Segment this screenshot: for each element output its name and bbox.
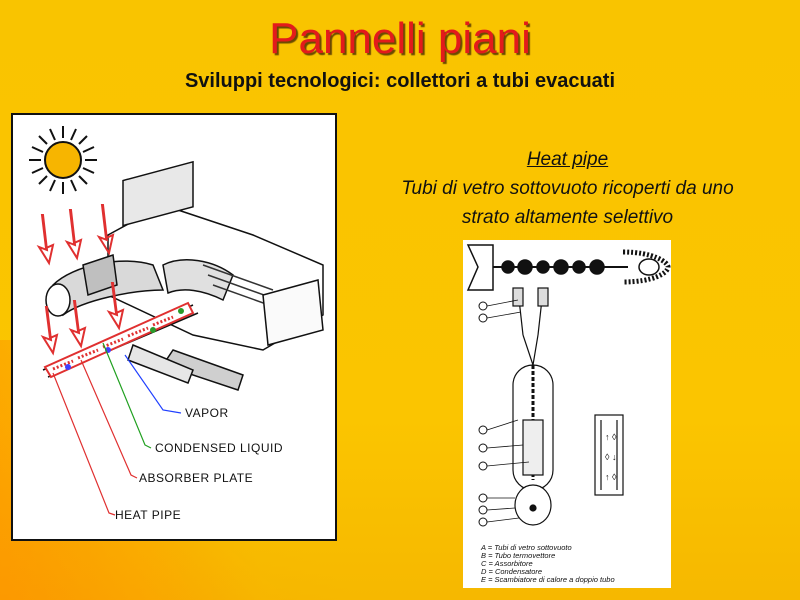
callout-lines bbox=[486, 299, 530, 523]
description-line-2: strato altamente selettivo bbox=[461, 207, 674, 228]
vapor-label: VAPOR bbox=[185, 406, 229, 420]
slide-title: Pannelli piani bbox=[269, 14, 531, 63]
svg-text:↑ ◊: ↑ ◊ bbox=[605, 472, 617, 482]
collector-body bbox=[42, 160, 324, 391]
sun-icon bbox=[29, 126, 97, 194]
legend-d: D = Condensatore bbox=[481, 567, 542, 576]
legend-c: C = Assorbitore bbox=[481, 559, 533, 568]
callout-markers bbox=[478, 301, 488, 527]
heat-pipe-label: HEAT PIPE bbox=[115, 508, 181, 522]
legend-b: B = Tubo termovettore bbox=[481, 551, 555, 560]
description-line-1: Tubi di vetro sottovuoto ricoperti da un… bbox=[401, 178, 734, 199]
heat-pipe-drawing: ↑ ◊ ◊ ↓ ↑ ◊ A = Tubi di vetro sottovuoto… bbox=[466, 244, 671, 584]
slide-subtitle: Sviluppi tecnologici: collettori a tubi … bbox=[184, 70, 616, 92]
legend-a: A = Tubi di vetro sottovuoto bbox=[480, 543, 572, 552]
collector-drawing: VAPOR CONDENSED LIQUID ABSORBER PLATE HE… bbox=[29, 126, 324, 522]
svg-text:↑ ◊: ↑ ◊ bbox=[605, 432, 617, 442]
svg-text:◊ ↓: ◊ ↓ bbox=[605, 452, 616, 462]
leader-lines bbox=[52, 342, 182, 516]
heat-pipe-body: ↑ ◊ ◊ ↓ ↑ ◊ bbox=[512, 287, 624, 526]
condensed-liquid-label: CONDENSED LIQUID bbox=[155, 441, 283, 455]
heat-pipe-description: Heat pipe Tubi di vetro sottovuoto ricop… bbox=[345, 145, 790, 232]
collector-diagram: VAPOR CONDENSED LIQUID ABSORBER PLATE HE… bbox=[11, 113, 337, 541]
manifold bbox=[466, 244, 671, 291]
heat-pipe-heading: Heat pipe bbox=[526, 149, 609, 170]
heat-pipe-tube bbox=[43, 301, 195, 379]
absorber-plate-label: ABSORBER PLATE bbox=[139, 471, 253, 485]
radiation-arrows bbox=[36, 204, 125, 356]
heat-pipe-diagram: ↑ ◊ ◊ ↓ ↑ ◊ A = Tubi di vetro sottovuoto… bbox=[463, 240, 671, 588]
legend-e: E = Scambiatore di calore a doppio tubo bbox=[481, 575, 615, 584]
